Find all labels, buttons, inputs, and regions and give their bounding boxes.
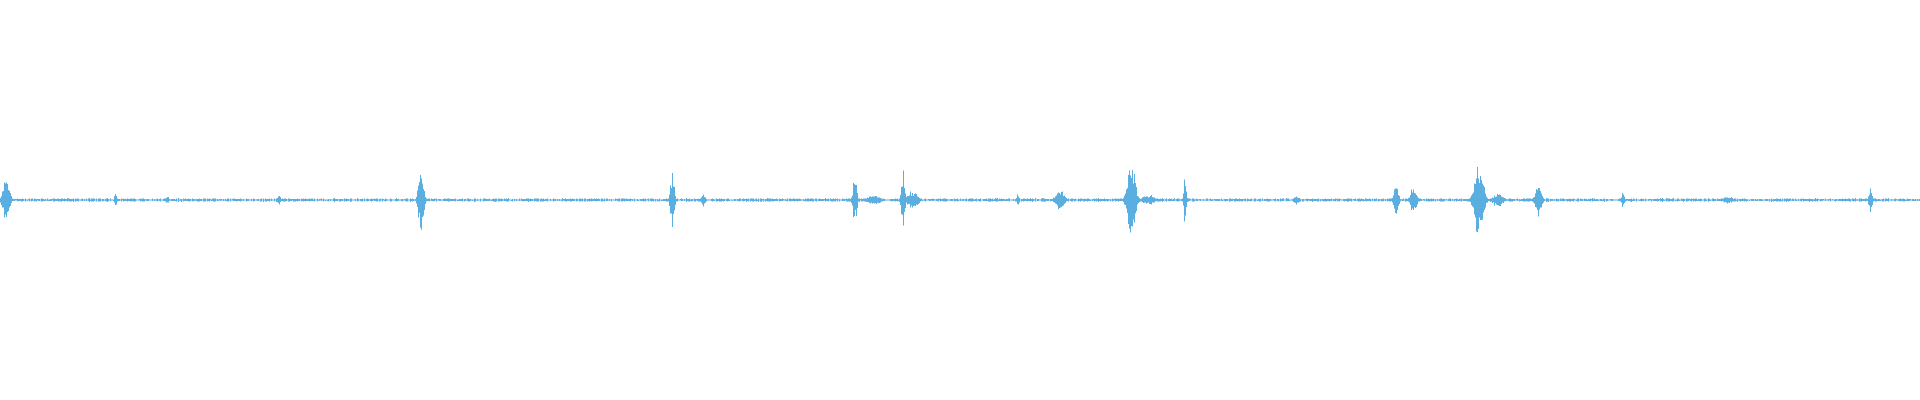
waveform-samples (0, 167, 1920, 233)
